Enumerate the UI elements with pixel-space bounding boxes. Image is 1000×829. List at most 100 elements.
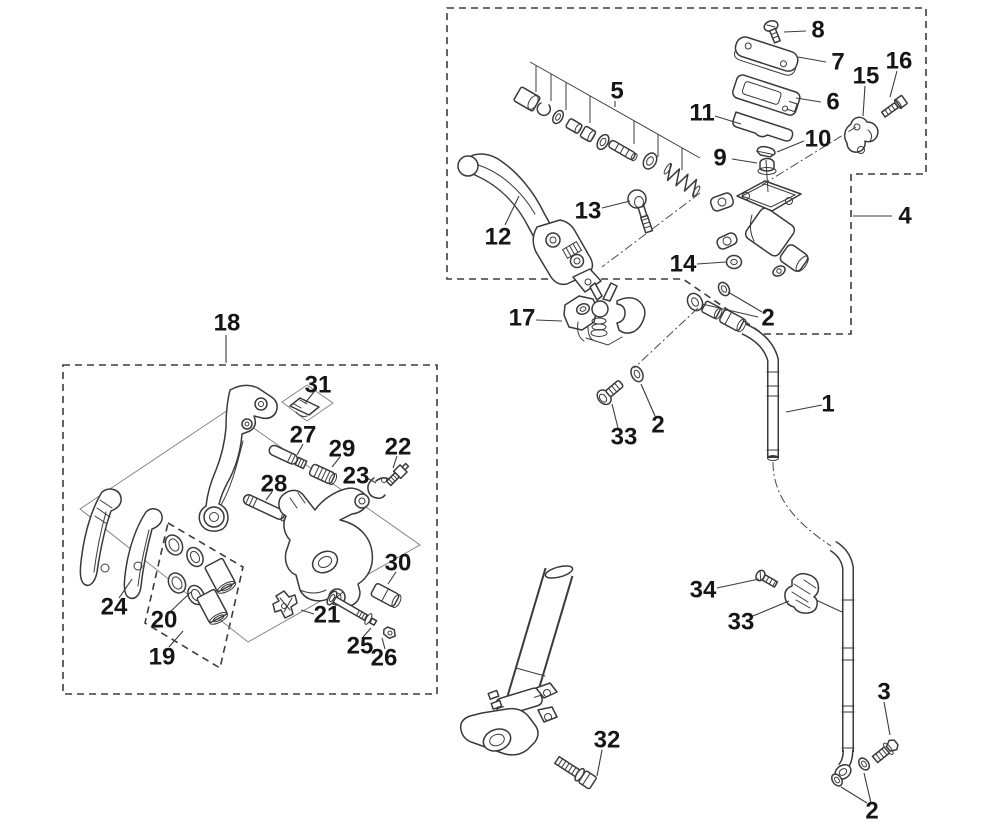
part-label-18: 18 <box>214 310 241 337</box>
banjo-washer-bottom-left <box>831 773 843 787</box>
hose-clamp-screw-right <box>755 569 779 588</box>
part-label-4: 4 <box>898 203 912 230</box>
leader-line <box>168 630 184 648</box>
part-label-33: 33 <box>611 424 638 451</box>
bleeder-clip <box>367 477 390 499</box>
part-label-3: 3 <box>877 679 890 706</box>
slide-pin-28 <box>242 494 288 522</box>
leader-line <box>714 115 742 125</box>
leader-line <box>596 749 603 777</box>
leader-line <box>331 456 341 468</box>
part-label-24: 24 <box>101 594 128 621</box>
part-label-30: 30 <box>385 550 412 577</box>
leader-line <box>601 200 631 209</box>
leader-line <box>696 261 727 265</box>
group-box-piston-seal-kit <box>144 521 244 670</box>
leader-line <box>300 609 315 615</box>
caliper-mount-bolt <box>554 755 597 790</box>
part-label-2: 2 <box>865 798 878 825</box>
leader-line <box>170 591 192 612</box>
leader-line <box>797 56 827 63</box>
part-label-21: 21 <box>314 602 341 629</box>
holder-screw-mid <box>596 380 624 406</box>
part-label-5: 5 <box>610 78 623 105</box>
leader-lines-layer <box>118 30 898 804</box>
leader-line <box>731 158 758 164</box>
banjo-washer-bottom-right <box>858 757 870 771</box>
banjo-bolt <box>871 739 899 764</box>
pad-spring <box>289 397 320 417</box>
phantom-lines-layer <box>601 126 857 369</box>
piston-kit-parts <box>513 86 701 198</box>
return-spring <box>663 162 701 198</box>
leader-line <box>795 97 822 103</box>
lever-pivot-bolt <box>627 189 654 234</box>
leader-line <box>785 404 823 413</box>
slide-pin-27 <box>268 444 308 470</box>
pivot-boot <box>725 254 743 270</box>
part-label-33: 33 <box>728 609 755 636</box>
phantom-line <box>633 307 699 369</box>
handlebar-clamp-bracket <box>843 116 879 154</box>
detail-lines-layer <box>529 61 843 613</box>
caliper-body <box>278 487 374 607</box>
brake-pads <box>79 488 163 600</box>
leader-line <box>366 477 377 484</box>
part-label-19: 19 <box>149 644 176 671</box>
leader-line <box>504 195 520 226</box>
part-label-2: 2 <box>761 305 774 332</box>
group-boxes-layer <box>62 7 927 695</box>
leader-line <box>387 571 397 585</box>
circlip <box>536 102 552 117</box>
part-label-11: 11 <box>689 100 714 127</box>
part-label-10: 10 <box>805 126 832 153</box>
part-label-6: 6 <box>826 89 839 116</box>
part-label-17: 17 <box>509 305 536 332</box>
master-cylinder-body <box>709 180 809 277</box>
leader-line <box>776 140 805 153</box>
leader-line <box>716 578 760 589</box>
part-label-13: 13 <box>575 198 602 225</box>
leader-line <box>727 291 763 313</box>
leader-line <box>296 443 304 456</box>
leader-line <box>304 391 315 404</box>
leader-line <box>265 491 273 501</box>
leader-line <box>118 578 133 599</box>
part-label-32: 32 <box>594 727 621 754</box>
part-label-23: 23 <box>343 463 370 490</box>
phantom-line <box>761 126 857 186</box>
part-label-34: 34 <box>690 577 717 604</box>
leader-line <box>381 637 386 650</box>
brake-hose <box>686 281 855 780</box>
leader-line <box>840 786 868 804</box>
reservoir-cap <box>734 36 799 76</box>
part-label-31: 31 <box>305 372 332 399</box>
pad-pin <box>326 590 378 626</box>
joint-washer-mid <box>630 365 644 383</box>
part-label-12: 12 <box>485 224 512 251</box>
part-label-25: 25 <box>347 633 374 660</box>
detail-line <box>765 159 769 193</box>
leader-line <box>783 30 807 33</box>
diaphragm-plate <box>732 74 801 116</box>
leader-line <box>863 772 872 804</box>
part-label-26: 26 <box>371 645 398 672</box>
part-label-7: 7 <box>831 49 844 76</box>
part-label-1: 1 <box>821 391 834 418</box>
adjuster-knob <box>757 157 777 175</box>
part-label-14: 14 <box>670 251 697 278</box>
bushing-29 <box>308 463 338 486</box>
leader-line <box>701 303 759 318</box>
brake-lever <box>457 153 602 293</box>
part-label-22: 22 <box>385 434 412 461</box>
caliper-ghost-plane <box>79 409 421 643</box>
part-label-27: 27 <box>290 422 317 449</box>
part-label-9: 9 <box>713 145 726 172</box>
reservoir-diaphragm <box>732 111 794 142</box>
part-label-28: 28 <box>261 471 288 498</box>
pin-boot <box>370 583 402 608</box>
leader-line <box>535 319 563 322</box>
